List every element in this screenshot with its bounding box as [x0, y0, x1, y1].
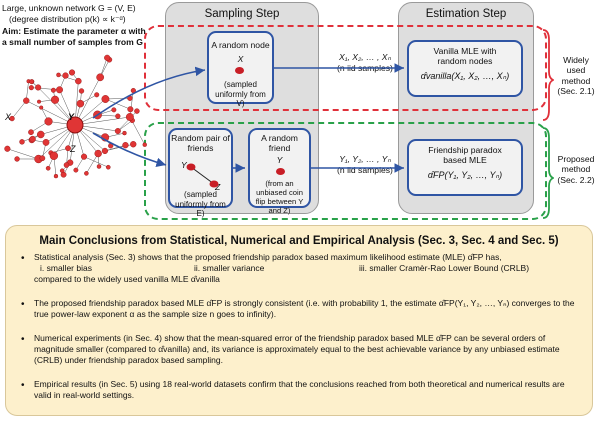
network-node: [96, 164, 102, 169]
network-node: [28, 129, 34, 136]
bottom-samples-note: (n iid samples): [337, 165, 393, 175]
widely-used-method-outline: [144, 25, 547, 111]
network-node: [122, 142, 129, 149]
arrow-node-to-sampler: [92, 66, 206, 119]
network-node: [50, 95, 60, 104]
conclusion-consistency: The proposed friendship paradox based ML…: [21, 298, 582, 320]
sampling-title: Sampling Step: [204, 8, 280, 20]
network-node: [37, 99, 42, 104]
network-node: [65, 145, 71, 152]
network-node: [68, 69, 76, 76]
network-node: [84, 171, 89, 176]
proposed-method-outline: [144, 122, 547, 220]
network-node: [28, 85, 34, 91]
network-node: [56, 86, 63, 94]
bottom-samples-label: Y₁, Y₂, … , Yₙ: [339, 154, 391, 164]
network-node: [14, 156, 20, 162]
network-node: [39, 105, 44, 110]
network-hub-node: [66, 116, 84, 134]
fp-mle-box: Friendship paradox based MLE α̂FP(Y₁, Y₂…: [407, 139, 523, 196]
network-node: [76, 99, 85, 108]
network-node: [101, 95, 110, 103]
node-dot: [235, 67, 244, 74]
network-description: Large, unknown network G = (V, E): [2, 3, 136, 13]
network-node: [134, 108, 140, 114]
network-node: [42, 139, 50, 146]
pair-label-z: Z: [215, 182, 221, 192]
network-node: [142, 142, 147, 147]
pair-label-y: Y: [181, 160, 187, 170]
aim-line-2: a small number of samples from G: [2, 37, 143, 47]
network-node: [35, 84, 42, 91]
network-label-y: Y: [68, 112, 75, 122]
friend-dot: [276, 168, 285, 175]
network-node: [62, 72, 69, 79]
network-node: [44, 117, 53, 126]
network-graph: [4, 54, 404, 179]
aim-line-1: Aim: Estimate the parameter α with: [2, 26, 146, 36]
conclusion-statistical: Statistical analysis (Sec. 3) shows that…: [21, 252, 582, 285]
network-node: [101, 147, 109, 155]
random-node-box: A random node X (sampled uniformly from …: [207, 31, 274, 108]
arrow-edge-to-sampler: [92, 132, 167, 168]
network-node: [94, 149, 102, 158]
network-node: [96, 73, 105, 82]
degree-distribution: (degree distribution p(k) ∝ k⁻ᵅ): [9, 14, 126, 24]
network-node: [122, 130, 127, 136]
network-node: [73, 167, 79, 173]
network-node: [19, 139, 25, 145]
network-node: [53, 173, 59, 179]
network-node: [115, 113, 121, 119]
network-node: [94, 92, 100, 98]
network-node: [29, 79, 35, 85]
network-node: [78, 88, 85, 94]
top-samples-label: X₁, X₂, … , Xₙ: [339, 52, 391, 62]
network-node: [111, 107, 117, 113]
network-node: [49, 151, 59, 160]
network-node: [4, 145, 11, 152]
side-brackets: [542, 29, 554, 219]
network-node: [23, 97, 30, 104]
conclusion-numerical: Numerical experiments (in Sec. 4) show t…: [21, 333, 582, 367]
random-pair-box: Random pair of friends Y Z (sampled unif…: [168, 128, 233, 218]
network-node: [56, 72, 61, 78]
random-friend-box: A random friend Y (from an unbiased coin…: [248, 128, 311, 215]
estimation-title: Estimation Step: [425, 8, 507, 20]
network-label-x: X: [5, 112, 12, 122]
network-node: [104, 54, 111, 61]
network-node: [59, 168, 65, 173]
network-node: [9, 115, 15, 122]
network-label-z: Z: [70, 144, 76, 154]
network-node: [50, 87, 56, 93]
network-node: [63, 162, 70, 168]
network-node: [125, 113, 134, 121]
network-node: [75, 77, 82, 85]
conclusions-panel: Main Conclusions from Statistical, Numer…: [5, 225, 593, 416]
network-node: [45, 165, 51, 171]
network-node: [105, 164, 111, 170]
network-node: [127, 106, 134, 113]
network-nodes: [4, 54, 147, 179]
network-node: [37, 130, 45, 139]
network-node: [130, 141, 137, 148]
network-node: [80, 153, 88, 160]
network-node: [39, 155, 46, 162]
network-node: [29, 135, 36, 143]
vanilla-mle-box: Vanilla MLE with random nodes α̂vanilla(…: [407, 40, 523, 97]
network-node: [114, 128, 121, 135]
conclusions-title: Main Conclusions from Statistical, Numer…: [39, 235, 559, 247]
conclusion-empirical: Empirical results (in Sec. 5) using 18 r…: [21, 379, 582, 401]
friend-pair-edge: [186, 163, 219, 188]
